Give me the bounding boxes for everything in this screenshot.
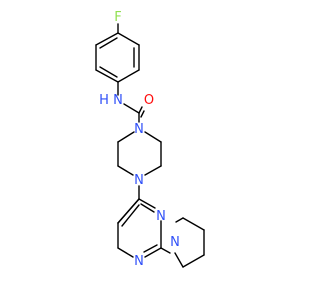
bond [175,217,184,223]
bond [117,247,134,258]
bond [117,131,135,143]
bond [117,198,140,224]
bond [95,32,119,46]
amide-nitrogen-label: N [113,93,123,108]
bond [99,37,118,49]
molecule-structure: F N H O N N N N N [95,10,205,269]
carbonyl-oxygen-label: O [144,93,154,108]
fluorine-label: F [114,10,121,25]
piperidine-n-label: N [170,235,180,250]
bond [95,69,119,83]
bond [140,203,155,213]
bond-n-c [123,103,140,114]
molecule-canvas: F N H O N N N N N [95,10,205,269]
bond-c-o [138,106,143,114]
piperazine-ring [117,131,162,176]
bonds [95,23,205,268]
bond [117,32,140,46]
pyrimidine-ring [117,198,162,258]
bond [144,131,162,143]
bond [144,247,162,258]
fluorophenyl-ring [95,32,140,83]
bond [174,252,184,268]
bond [182,254,205,268]
pyrimidine-n3-label: N [156,209,166,224]
atom-labels: F N H O N N N N N [99,10,180,269]
bond-c-n [160,247,171,254]
bond [144,165,162,176]
bond [138,198,156,209]
bond-c-o [140,110,145,118]
bond [99,66,118,78]
pyrimidine-n1-label: N [134,254,144,269]
bond [117,165,134,176]
bond [121,204,140,227]
piperidine-ring [174,217,205,268]
bond [143,244,158,253]
bond [182,217,205,231]
amide-hydrogen-label: H [99,93,109,108]
bond [117,69,140,83]
piperazine-n4-label: N [134,173,144,188]
piperazine-n1-label: N [134,122,144,137]
